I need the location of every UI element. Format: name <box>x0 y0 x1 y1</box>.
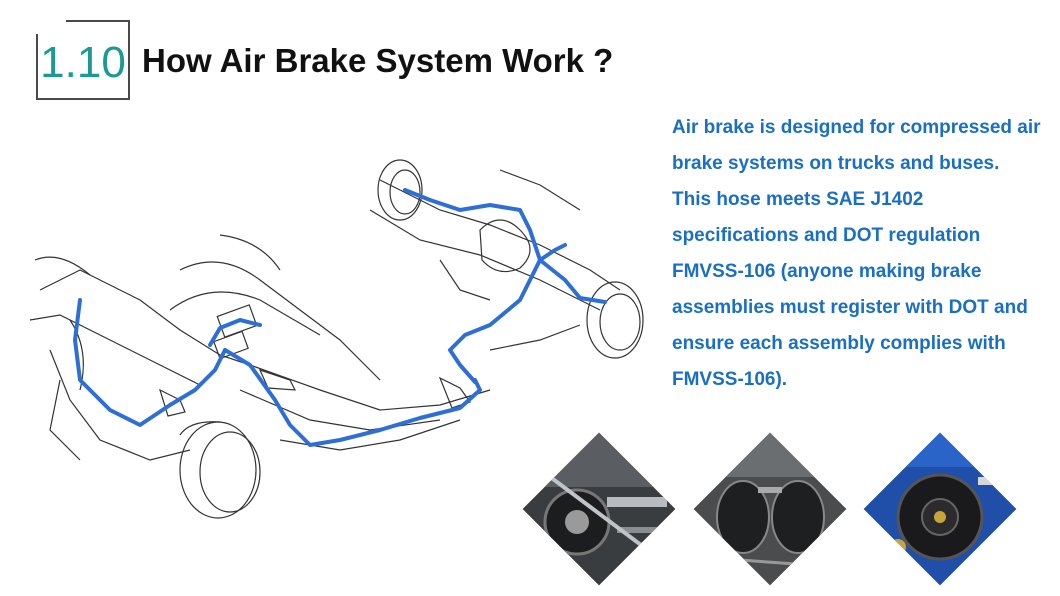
air-brake-chambers-photo <box>693 432 847 586</box>
brake-system-diagram <box>29 159 644 519</box>
section-number-box: 1.10 <box>36 20 130 100</box>
chassis-outline <box>29 159 644 519</box>
section-number: 1.10 <box>40 38 126 87</box>
description-text: Air brake is designed for compressed air… <box>672 117 1041 390</box>
page-title: How Air Brake System Work ? <box>142 42 614 79</box>
brake-lines <box>73 188 607 447</box>
brake-booster-blue-photo <box>863 432 1017 586</box>
